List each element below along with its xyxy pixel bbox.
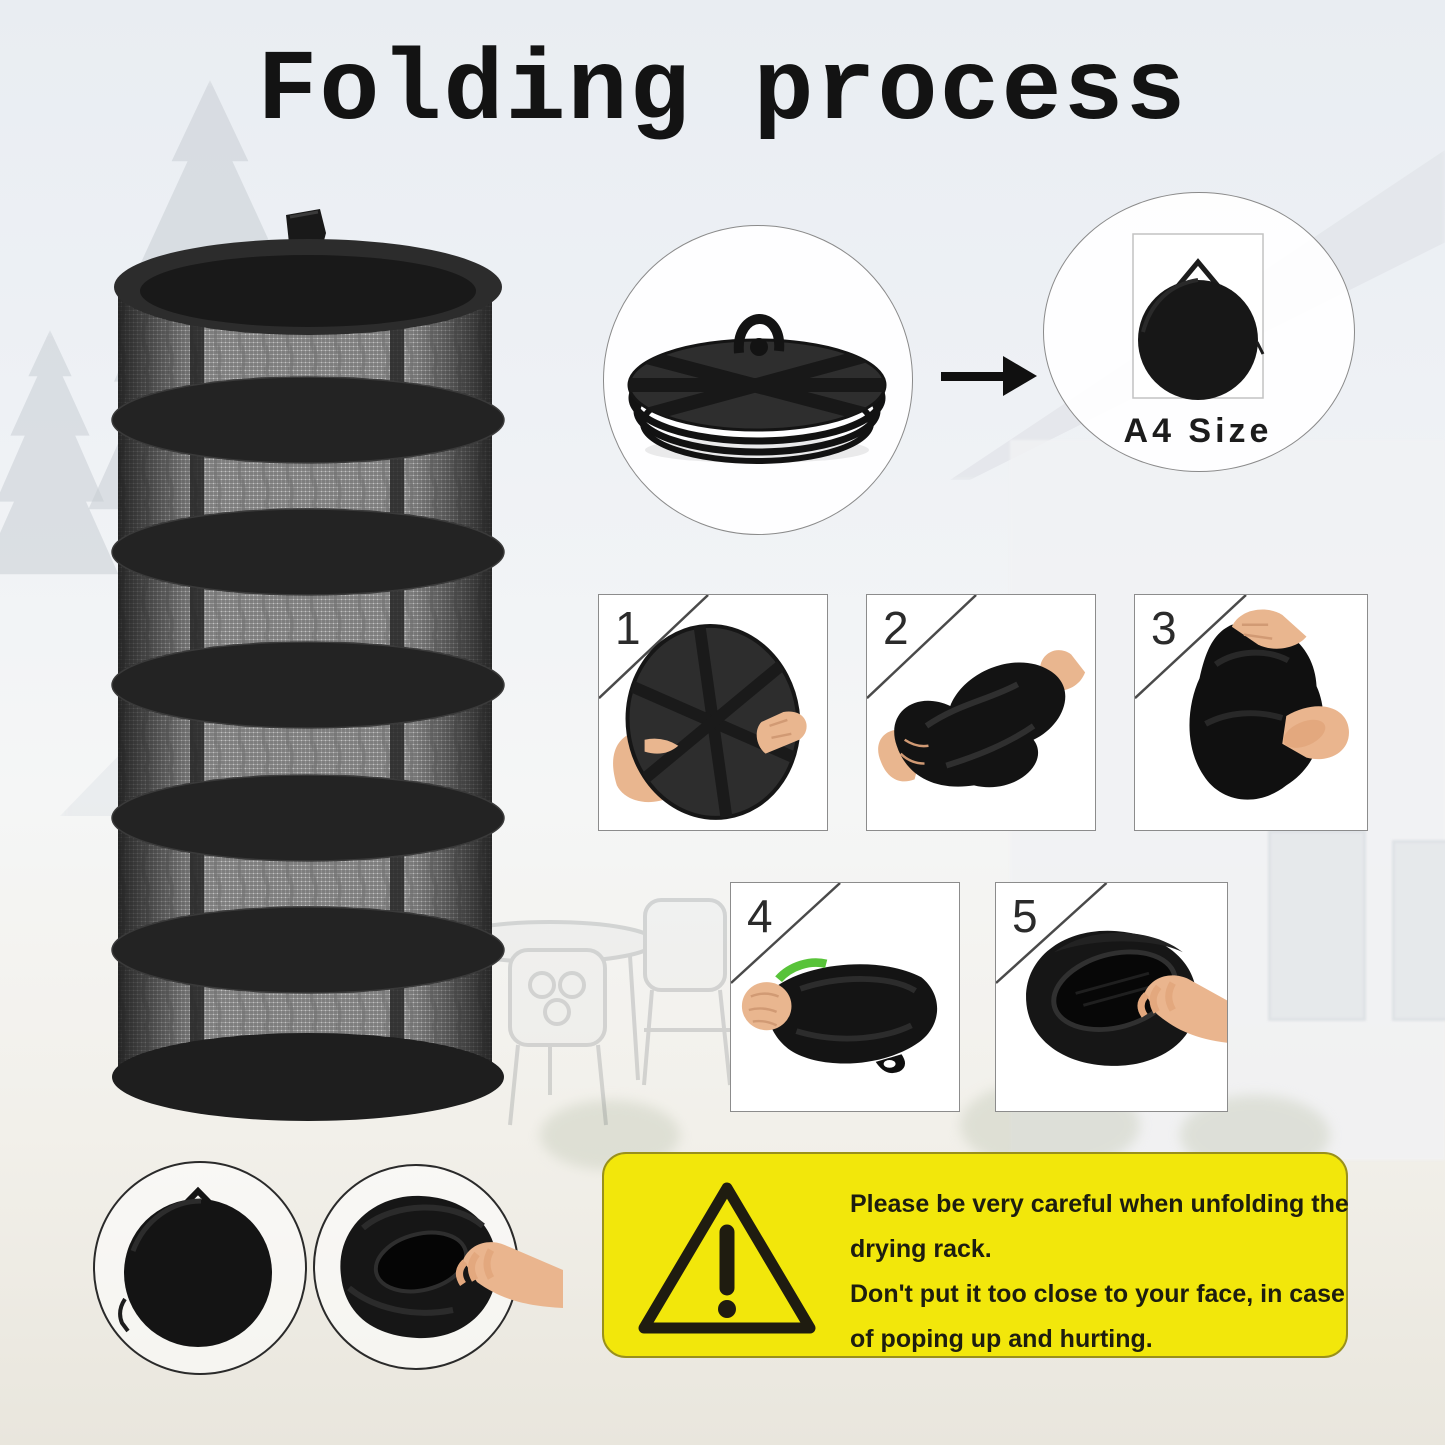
step-card-3: 3: [1134, 594, 1368, 831]
warning-triangle-icon: [638, 1182, 816, 1334]
arrow-right-icon: [941, 356, 1041, 396]
step-5-photo: [996, 883, 1227, 1066]
background-house-window: [1268, 830, 1366, 1021]
warning-line: drying rack.: [850, 1235, 992, 1263]
a4-size-image: [1132, 233, 1265, 400]
warning-line: of poping up and hurting.: [850, 1325, 1153, 1353]
step-card-1: 1: [598, 594, 828, 831]
step-2-photo: [867, 595, 1086, 788]
disc-handle-loop: [733, 314, 785, 354]
drying-rack-image: [111, 209, 505, 1121]
packed-bag-image: [118, 1186, 272, 1347]
bag-zipper: [118, 1297, 130, 1333]
warning-line: Don't put it too close to your face, in …: [850, 1280, 1345, 1308]
step-number: 1: [615, 602, 641, 654]
step-card-2: 2: [866, 594, 1096, 831]
step-number: 3: [1151, 602, 1177, 654]
step-4-photo: [731, 883, 938, 1074]
background-house-window: [1392, 840, 1445, 1021]
unpacking-image: [340, 1195, 563, 1339]
folded-disc-image: [627, 314, 887, 464]
warning-line: Please be very careful when unfolding th…: [850, 1190, 1349, 1218]
step-3-photo: [1135, 595, 1349, 800]
step-card-5: 5: [995, 882, 1228, 1112]
carry-bag: [1138, 280, 1258, 400]
a4-size-label: A4 Size: [1123, 412, 1273, 450]
step-card-4: 4: [730, 882, 960, 1112]
page-title: Folding process: [257, 36, 1188, 149]
warning-text: Please be very careful when unfolding th…: [850, 1182, 1349, 1362]
step-number: 5: [1012, 890, 1038, 942]
step-1-photo: [599, 595, 807, 820]
green-frame-edge: [775, 958, 828, 983]
step-number: 2: [883, 602, 909, 654]
step-number: 4: [747, 890, 773, 942]
warning-box: Please be very careful when unfolding th…: [602, 1152, 1349, 1358]
